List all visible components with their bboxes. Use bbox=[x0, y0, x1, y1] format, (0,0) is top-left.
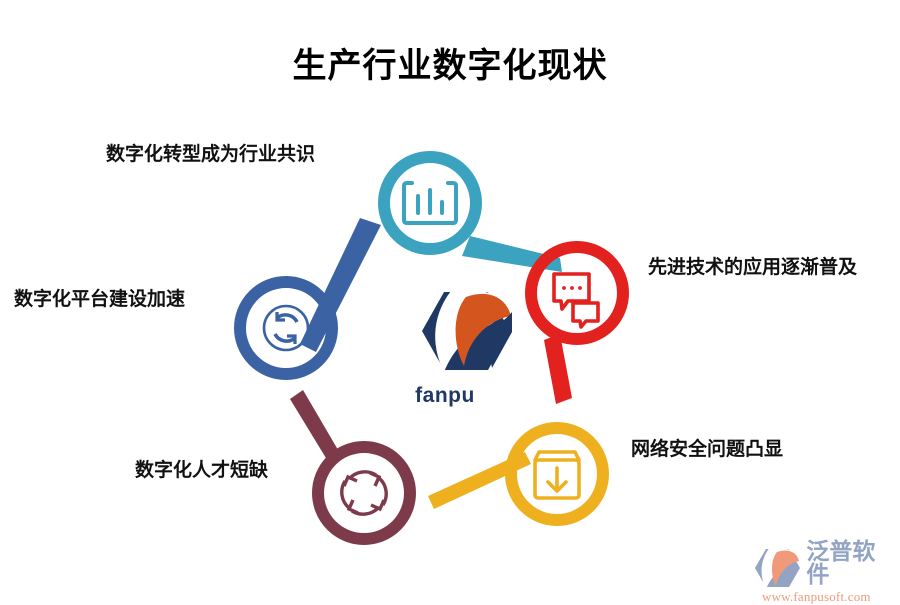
node-circle-3[interactable] bbox=[234, 276, 338, 380]
node-circle-2[interactable] bbox=[525, 241, 629, 345]
center-logo-brand-text: fanpu bbox=[415, 384, 475, 407]
center-logo-brand: fanpu bbox=[0, 384, 900, 408]
recycle-arrows-icon bbox=[340, 470, 388, 516]
node-label-5: 数字化人才短缺 bbox=[135, 460, 269, 481]
refresh-sync-icon bbox=[262, 304, 310, 352]
node-label-3: 数字化平台建设加速 bbox=[14, 289, 186, 310]
node-circle-5[interactable] bbox=[312, 441, 416, 545]
watermark-row: 泛普软件 bbox=[760, 540, 895, 586]
page-title: 生产行业数字化现状 bbox=[292, 47, 608, 85]
node-label-1: 数字化转型成为行业共识 bbox=[106, 144, 316, 165]
fanpu-logo-icon bbox=[755, 546, 800, 589]
watermark-url: www.fanpusoft.com bbox=[762, 589, 871, 604]
chat-bubbles-icon bbox=[552, 272, 600, 329]
connector-tail-node-5 bbox=[290, 390, 341, 463]
connector-tail-node-4 bbox=[428, 452, 531, 509]
download-box-icon bbox=[533, 450, 581, 500]
watermark-name: 泛普软件 bbox=[806, 538, 876, 587]
center-logo bbox=[422, 286, 512, 372]
watermark: 泛普软件 www.fanpusoft.com bbox=[760, 540, 895, 605]
node-circle-4[interactable] bbox=[505, 422, 609, 526]
connector-tail-node-2 bbox=[544, 334, 572, 404]
connector-tail-node-3 bbox=[300, 218, 381, 352]
node-label-4: 网络安全问题凸显 bbox=[631, 439, 784, 460]
node-label-2: 先进技术的应用逐渐普及 bbox=[648, 257, 858, 278]
node-circle-1[interactable] bbox=[378, 151, 482, 255]
bar-chart-icon bbox=[402, 181, 458, 225]
